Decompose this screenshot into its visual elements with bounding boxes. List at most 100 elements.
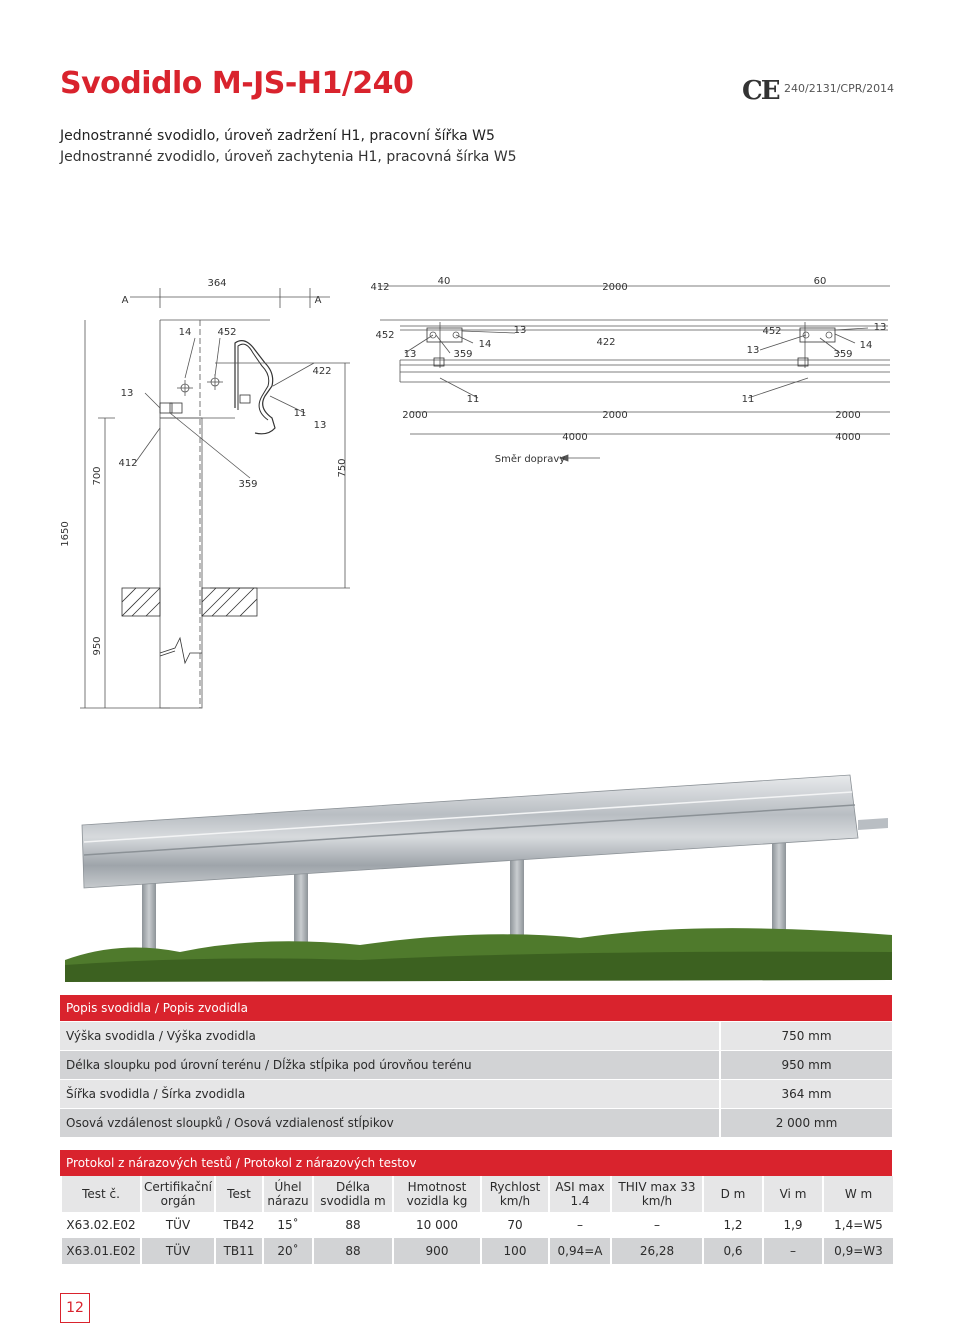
- page-number: 12: [60, 1293, 90, 1323]
- table-cell: 100: [480, 1238, 549, 1264]
- table-cell: 0,94=A: [548, 1238, 611, 1264]
- table-row: Osová vzdálenost sloupků / Osová vzdiale…: [60, 1108, 892, 1137]
- table-cell: 900: [392, 1238, 481, 1264]
- column-header: Hmotnost vozidla kg: [392, 1176, 481, 1212]
- drawing-label: 422: [312, 366, 331, 377]
- table-header-row: Test č. Certifikační orgán Test Úhel nár…: [60, 1176, 893, 1212]
- drawing-label: 60: [814, 276, 827, 287]
- table-row: Šířka svodidla / Šírka zvodidla 364 mm: [60, 1079, 892, 1108]
- subtitle-cz: Jednostranné svodidlo, úroveň zadržení H…: [60, 128, 495, 144]
- table-row: Výška svodidla / Výška zvodidla 750 mm: [60, 1021, 892, 1050]
- table-cell: 1,2: [702, 1212, 763, 1238]
- table-header: Protokol z nárazových testů / Protokol z…: [60, 1150, 892, 1176]
- table-header: Popis svodidla / Popis zvodidla: [60, 995, 892, 1021]
- table-cell: 0,6: [702, 1238, 763, 1264]
- table-cell: 26,28: [610, 1238, 703, 1264]
- table-cell: TB11: [214, 1238, 263, 1264]
- drawing-label: 13: [404, 349, 417, 360]
- description-table: Popis svodidla / Popis zvodidla Výška sv…: [60, 995, 892, 1137]
- table-cell: TÜV: [140, 1238, 215, 1264]
- drawing-label: 412: [118, 458, 137, 469]
- drawing-label: 11: [294, 408, 307, 419]
- row-label: Osová vzdálenost sloupků / Osová vzdiale…: [66, 1116, 394, 1130]
- ce-mark-logo: CE: [742, 76, 780, 106]
- drawing-label: 359: [453, 349, 472, 360]
- table-row: X63.02.E02 TÜV TB42 15˚ 88 10 000 70 – –…: [60, 1212, 893, 1238]
- table-cell: TB42: [214, 1212, 263, 1238]
- drawing-label: 2000: [402, 410, 427, 421]
- drawing-label: 452: [762, 326, 781, 337]
- subtitle-sk: Jednostranné zvodidlo, úroveň zachytenia…: [60, 149, 517, 165]
- drawing-label: 750: [337, 458, 348, 477]
- table-cell: 15˚: [262, 1212, 313, 1238]
- column-header: Test č.: [60, 1176, 141, 1212]
- row-label: Šířka svodidla / Šírka zvodidla: [66, 1087, 246, 1101]
- drawing-label: 13: [514, 325, 527, 336]
- table-cell: 88: [312, 1212, 393, 1238]
- column-header: Vi m: [762, 1176, 823, 1212]
- row-value: 364 mm: [719, 1080, 892, 1108]
- drawing-label: 364: [207, 278, 226, 289]
- column-header: W m: [822, 1176, 893, 1212]
- column-header: Rychlost km/h: [480, 1176, 549, 1212]
- drawing-label: 13: [314, 420, 327, 431]
- drawing-label: 4000: [562, 432, 587, 443]
- drawing-label: 1650: [60, 521, 71, 546]
- table-cell: X63.02.E02: [60, 1212, 141, 1238]
- table-cell: TÜV: [140, 1212, 215, 1238]
- table-cell: 20˚: [262, 1238, 313, 1264]
- drawing-label: 11: [742, 394, 755, 405]
- drawing-label: 4000: [835, 432, 860, 443]
- drawing-label: 452: [217, 327, 236, 338]
- drawing-label: 13: [747, 345, 760, 356]
- table-row: Délka sloupku pod úrovní terénu / Dĺžka …: [60, 1050, 892, 1079]
- drawing-label: 2000: [602, 410, 627, 421]
- drawing-label: 950: [92, 636, 103, 655]
- drawing-label: Směr dopravy: [495, 453, 566, 465]
- table-cell: 10 000: [392, 1212, 481, 1238]
- drawing-label: 40: [438, 276, 451, 287]
- table-cell: 70: [480, 1212, 549, 1238]
- table-cell: 1,4=W5: [822, 1212, 893, 1238]
- table-cell: 88: [312, 1238, 393, 1264]
- table-cell: 0,9=W3: [822, 1238, 893, 1264]
- drawing-label: 14: [179, 327, 192, 338]
- row-label: Výška svodidla / Výška zvodidla: [66, 1029, 256, 1043]
- row-label: Délka sloupku pod úrovní terénu / Dĺžka …: [66, 1058, 472, 1072]
- row-value: 750 mm: [719, 1022, 892, 1050]
- table-cell: –: [548, 1212, 611, 1238]
- table-cell: X63.01.E02: [60, 1238, 141, 1264]
- table-cell: –: [610, 1212, 703, 1238]
- page-title: Svodidlo M-JS-H1/240: [60, 66, 414, 101]
- drawing-label: 13: [874, 322, 887, 333]
- row-value: 2 000 mm: [719, 1109, 892, 1137]
- table-cell: –: [762, 1238, 823, 1264]
- drawing-label: 2000: [602, 282, 627, 293]
- drawing-label: 359: [238, 479, 257, 490]
- column-header: ASI max 1.4: [548, 1176, 611, 1212]
- drawing-label: 359: [833, 349, 852, 360]
- drawing-label: A: [122, 295, 129, 306]
- column-header: Certifikační orgán: [140, 1176, 215, 1212]
- drawing-label: 14: [479, 339, 492, 350]
- table-cell: 1,9: [762, 1212, 823, 1238]
- protocol-table: Protokol z nárazových testů / Protokol z…: [60, 1150, 893, 1264]
- drawing-label: 11: [467, 394, 480, 405]
- column-header: Test: [214, 1176, 263, 1212]
- drawing-label: 422: [596, 337, 615, 348]
- drawing-label: 700: [92, 466, 103, 485]
- drawing-label: 452: [375, 330, 394, 341]
- drawing-label: 2000: [835, 410, 860, 421]
- column-header: THIV max 33 km/h: [610, 1176, 703, 1212]
- column-header: Délka svodidla m: [312, 1176, 393, 1212]
- drawing-label: 14: [860, 340, 873, 351]
- column-header: Úhel nárazu: [262, 1176, 313, 1212]
- column-header: D m: [702, 1176, 763, 1212]
- drawing-label: 13: [121, 388, 134, 399]
- table-row: X63.01.E02 TÜV TB11 20˚ 88 900 100 0,94=…: [60, 1238, 893, 1264]
- drawing-label: 412: [370, 282, 389, 293]
- row-value: 950 mm: [719, 1051, 892, 1079]
- drawing-label: A: [315, 295, 322, 306]
- certificate-number: 240/2131/CPR/2014: [784, 82, 895, 95]
- guardrail-photo: [65, 774, 892, 982]
